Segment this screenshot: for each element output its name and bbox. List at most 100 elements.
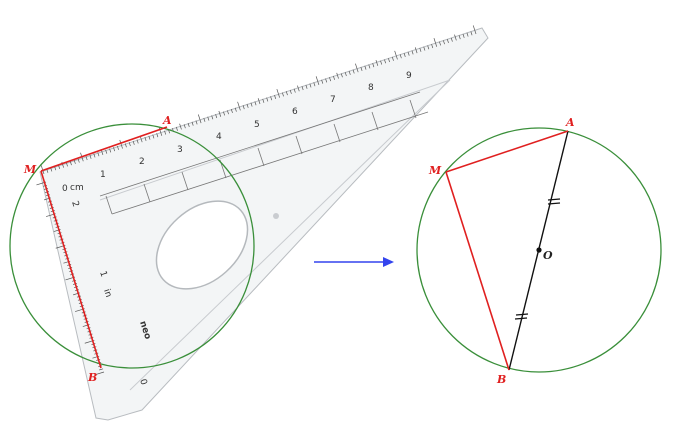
right-circle [416, 127, 662, 373]
ruler-tick [69, 161, 72, 166]
ruler-tick [340, 73, 343, 78]
ruler-tick [285, 91, 288, 96]
ruler-tick [450, 37, 453, 42]
ruler-tick [85, 156, 88, 161]
transition-arrow [314, 257, 394, 267]
ruler-tick [470, 31, 473, 36]
ruler-tick [215, 114, 218, 119]
ruler-tick [329, 77, 332, 82]
ruler-tick [399, 54, 402, 59]
ruler-tick [344, 72, 347, 77]
ruler-tick [119, 139, 123, 149]
ruler-tick [414, 47, 418, 54]
short-ruler-unit-in: in [101, 288, 113, 299]
ruler-tick [364, 65, 367, 70]
ruler-tick [105, 149, 108, 154]
ruler-tick [109, 148, 112, 153]
ruler-tick [325, 78, 328, 83]
ruler-tick [411, 50, 414, 55]
ruler-tick [274, 94, 277, 100]
ruler-number-9: 9 [406, 71, 412, 81]
ruler-tick [246, 103, 249, 108]
ruler-tick [348, 70, 351, 75]
ruler-tick [158, 127, 163, 136]
ruler-tick [407, 51, 410, 56]
set-square-inner-edge [99, 79, 451, 391]
short-ruler-number-0: 0 [137, 378, 148, 387]
ruler-tick [380, 60, 383, 65]
ruler-tick [431, 44, 434, 49]
ruler-tick [403, 52, 406, 58]
ruler-tick [136, 139, 139, 144]
ruler-grid [99, 91, 429, 215]
ruler-tick [234, 107, 237, 112]
ruler-tick [89, 154, 92, 159]
ruler-tick [191, 121, 194, 126]
ruler-number-4: 4 [216, 132, 222, 142]
ruler-tick [156, 133, 159, 138]
segment-MA-left [40, 126, 168, 172]
ruler-tick [276, 88, 280, 98]
short-ruler-number-1: 1 [97, 270, 108, 279]
ruler-tick [309, 83, 312, 88]
left-figure: 0 cm 1 2 3 4 5 6 7 8 9 2 1 in 0 neo M A … [9, 25, 489, 421]
ruler-tick [257, 98, 261, 105]
ruler-tick [65, 162, 68, 167]
ruler-number-5: 5 [254, 120, 260, 130]
point-label-A-left: A [162, 114, 172, 127]
ruler-tick [144, 136, 147, 142]
ruler-tick [187, 122, 190, 128]
ruler-tick [372, 63, 375, 68]
ruler-number-7: 7 [330, 95, 336, 105]
ruler-tick [443, 40, 445, 45]
ruler-tick [360, 66, 363, 72]
ruler-number-2: 2 [139, 157, 145, 167]
ruler-tick [124, 143, 127, 148]
ruler-tick [472, 25, 477, 35]
ruler-tick [375, 60, 379, 66]
ruler-tick [250, 102, 253, 107]
ruler-tick [352, 69, 355, 74]
arrow-head-icon [383, 257, 394, 267]
ruler-tick [179, 123, 182, 130]
ruler-tick [117, 145, 119, 150]
ruler-tick [237, 101, 241, 111]
ruler-tick [254, 101, 257, 106]
ruler-tick [466, 32, 469, 37]
ruler-tick [388, 58, 390, 63]
ruler-tick [368, 64, 371, 69]
set-square-hole [155, 200, 249, 290]
ruler-tick [227, 110, 229, 115]
ruler-tick [242, 105, 245, 110]
ruler-tick [270, 96, 273, 101]
point-label-M-right: M [428, 164, 442, 177]
ruler-tick [58, 164, 61, 170]
set-square-pin [273, 213, 279, 219]
ruler-tick [132, 140, 135, 145]
ruler-tick [458, 35, 461, 40]
ruler-number-8: 8 [368, 83, 374, 93]
ruler-tick [462, 33, 465, 38]
ruler-tick [427, 45, 430, 50]
point-label-B-right: B [496, 373, 506, 386]
left-circle [9, 123, 255, 369]
long-ruler-numbers: 0 cm 1 2 3 4 5 6 7 8 9 [62, 71, 412, 194]
ruler-tick [152, 134, 155, 139]
ruler-number-3: 3 [177, 145, 183, 155]
right-figure: O M A B [416, 116, 662, 386]
ruler-number-6: 6 [292, 107, 298, 117]
ruler-tick [305, 84, 308, 89]
ruler-tick [128, 142, 131, 147]
ruler-tick [211, 115, 214, 120]
ruler-tick [218, 110, 222, 117]
ruler-tick [423, 46, 426, 51]
ruler-tick [230, 108, 233, 114]
ruler-tick [313, 82, 316, 87]
ruler-tick [77, 158, 80, 163]
short-ruler-number-2: 2 [69, 200, 80, 209]
ruler-tick [446, 38, 449, 44]
ruler-tick [439, 41, 441, 46]
ruler-tick [195, 120, 198, 125]
ruler-tick [139, 136, 143, 143]
